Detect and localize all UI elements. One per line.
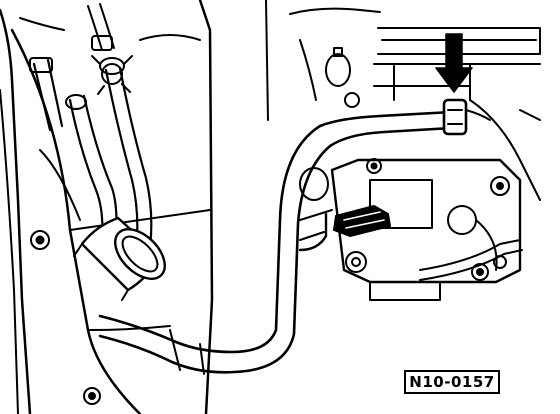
hose-clamp-icon: [91, 55, 133, 95]
hose-connection-target: [442, 98, 491, 136]
thermostat-housing: [298, 158, 522, 301]
return-pipe-right: [419, 239, 523, 281]
coolant-hoses-left: [29, 3, 153, 252]
hose-clamp-lower: [333, 205, 391, 237]
bolt-housing-bl: [345, 251, 367, 273]
sensor-cap: [325, 53, 351, 87]
body-panel: [0, 8, 211, 414]
figure-reference-label: N10-0157: [404, 370, 500, 394]
bolt-housing-tr: [490, 176, 510, 196]
firewall-pillar: [139, 0, 269, 414]
bolt-left-upper: [30, 230, 50, 250]
intake-stub: [73, 216, 166, 301]
outlet-flange: [299, 167, 329, 201]
engine-block-upper: [289, 7, 541, 201]
bolt-left-lower: [83, 387, 101, 405]
bolt-housing-tl: [366, 158, 382, 174]
coolant-pipe-main: [98, 110, 454, 375]
down-arrow-icon: [435, 33, 473, 93]
